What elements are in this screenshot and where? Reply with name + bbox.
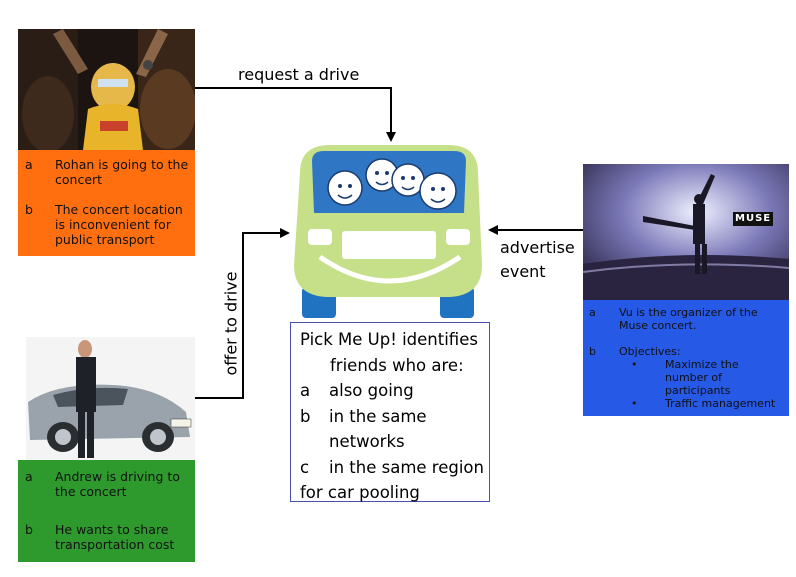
muse-concert-photo: MUSE (583, 164, 789, 300)
rohan-item-a: a Rohan is going to the concert (25, 157, 191, 187)
center-item-b-cont-key (300, 429, 329, 455)
vu-item-a-text: Vu is the organizer of the Muse concert. (619, 306, 758, 332)
advertise-label: advertise (500, 238, 575, 257)
andrew-card: a Andrew is driving to the concert b He … (18, 460, 195, 562)
bullet-icon: • (631, 358, 638, 371)
request-drive-label: request a drive (238, 65, 360, 84)
center-line1: Pick Me Up! identifies (300, 330, 478, 349)
andrew-item-a-key: a (25, 469, 33, 484)
rohan-photo (18, 29, 195, 150)
rohan-item-b-text: The concert location is inconvenient for… (55, 202, 183, 247)
andrew-item-a-text: Andrew is driving to the concert (55, 469, 180, 499)
rohan-item-a-text: Rohan is going to the concert (55, 157, 189, 187)
muse-banner-text: MUSE (735, 213, 772, 224)
event-label: event (500, 262, 546, 281)
pickmeup-info-box: Pick Me Up! identifies friends who are: … (290, 322, 490, 502)
vu-bullet-2-text: Traffic management (665, 397, 776, 410)
offer-arrow (195, 228, 290, 399)
center-item-c-key: c (300, 457, 310, 477)
center-item-a-text: also going (329, 381, 414, 400)
vu-bullet-2: • Traffic management (631, 397, 785, 410)
vu-item-b-text: Objectives: (619, 345, 681, 358)
offer-drive-label: offer to drive (221, 271, 241, 376)
rohan-item-a-key: a (25, 157, 33, 172)
vu-card: a Vu is the organizer of the Muse concer… (583, 300, 789, 416)
vu-bullet-1-text: Maximize the number of participants (665, 358, 739, 397)
center-item-b-cont-text: networks (329, 432, 405, 451)
center-item-c: c in the same region (300, 455, 489, 481)
request-arrow (195, 87, 396, 142)
vu-item-b: b Objectives: (589, 345, 785, 358)
center-item-b: b in the same (300, 404, 489, 430)
andrew-item-b-text: He wants to share transportation cost (55, 522, 175, 552)
car-icon (294, 145, 482, 318)
center-item-b-key: b (300, 406, 311, 426)
vu-item-b-key: b (589, 345, 596, 358)
vu-bullet-1: • Maximize the number of participants (631, 358, 785, 397)
rohan-card: a Rohan is going to the concert b The co… (18, 150, 195, 256)
andrew-item-b: b He wants to share transportation cost (25, 522, 191, 552)
vu-item-a-key: a (589, 306, 596, 319)
andrew-photo (18, 337, 195, 460)
andrew-item-b-key: b (25, 522, 33, 537)
vu-item-a: a Vu is the organizer of the Muse concer… (589, 306, 785, 332)
andrew-item-a: a Andrew is driving to the concert (25, 469, 191, 499)
center-line2: friends who are: (330, 355, 464, 375)
center-footer: for car pooling (300, 483, 420, 502)
center-item-a-key: a (300, 381, 311, 400)
center-item-a: a also going (300, 378, 489, 404)
center-item-c-text: in the same region (329, 457, 484, 477)
center-item-b-cont: networks (300, 429, 489, 455)
bullet-icon: • (631, 397, 638, 410)
rohan-item-b: b The concert location is inconvenient f… (25, 202, 191, 247)
center-item-b-text: in the same (329, 406, 427, 426)
rohan-item-b-key: b (25, 202, 33, 217)
